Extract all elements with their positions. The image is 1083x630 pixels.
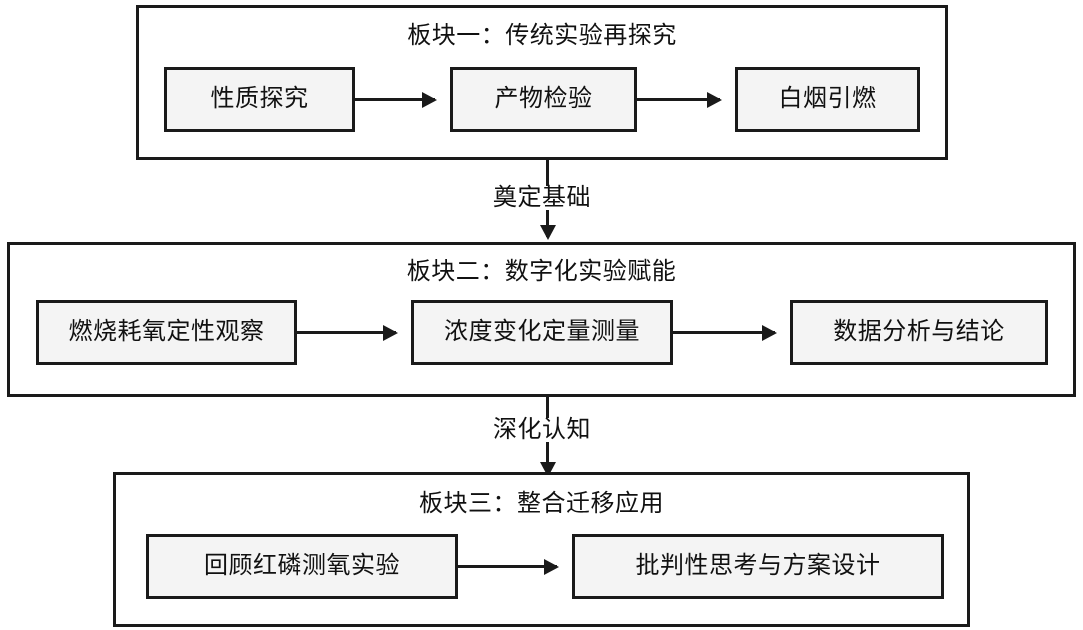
node-label: 燃烧耗氧定性观察 <box>68 319 265 346</box>
section-3-title: 板块三：整合迁移应用 <box>419 491 664 517</box>
arrow-s2-n2-to-n3 <box>673 331 775 334</box>
node-label: 数据分析与结论 <box>833 319 1005 346</box>
node-huigu-honglin-ceyang-shiyan[interactable]: 回顾红磷测氧实验 <box>146 534 458 599</box>
node-pipanxing-sikao-yu-fangan-sheji[interactable]: 批判性思考与方案设计 <box>572 534 944 599</box>
arrow-s3-n1-to-n2 <box>458 565 557 568</box>
node-shuju-fenxi-yu-jielun[interactable]: 数据分析与结论 <box>790 300 1048 365</box>
section-panel-2: 板块二：数字化实验赋能 燃烧耗氧定性观察 浓度变化定量测量 数据分析与结论 <box>7 242 1076 397</box>
section-panel-1: 板块一：传统实验再探究 性质探究 产物检验 白烟引燃 <box>136 5 948 160</box>
node-ranshao-haoyang-dingxing-guancha[interactable]: 燃烧耗氧定性观察 <box>36 300 297 365</box>
arrow-s2-n1-to-n2 <box>297 331 396 334</box>
connector-2-label: 深化认知 <box>487 418 597 442</box>
node-label: 白烟引燃 <box>778 86 877 113</box>
node-xingzhi-tanjiu[interactable]: 性质探究 <box>164 67 355 132</box>
node-label: 性质探究 <box>210 86 309 113</box>
node-chanwu-jianyan[interactable]: 产物检验 <box>450 67 637 132</box>
section-2-title: 板块二：数字化实验赋能 <box>406 259 677 285</box>
arrow-s1-n1-to-n2 <box>355 98 435 101</box>
node-baiyan-yinran[interactable]: 白烟引燃 <box>735 67 920 132</box>
node-label: 浓度变化定量测量 <box>444 319 640 346</box>
arrow-s1-n2-to-n3 <box>637 98 720 101</box>
connector-1-label: 奠定基础 <box>487 186 597 210</box>
node-nongdu-bianhua-dingliang-celiang[interactable]: 浓度变化定量测量 <box>411 300 673 365</box>
node-label: 产物检验 <box>494 86 593 113</box>
node-label: 批判性思考与方案设计 <box>635 553 881 580</box>
node-label: 回顾红磷测氧实验 <box>204 553 400 580</box>
section-1-title: 板块一：传统实验再探究 <box>407 23 677 49</box>
section-panel-3: 板块三：整合迁移应用 回顾红磷测氧实验 批判性思考与方案设计 <box>113 472 970 627</box>
